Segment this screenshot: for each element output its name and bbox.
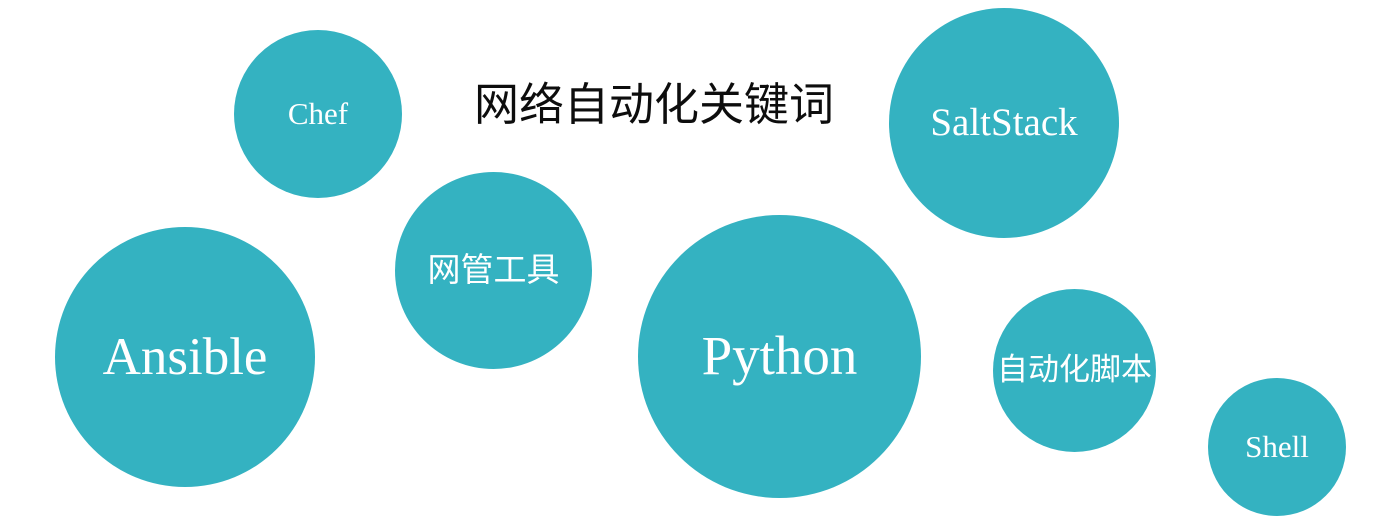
bubble-1[interactable]: Chef xyxy=(234,30,402,198)
bubble-label: Chef xyxy=(287,95,349,131)
bubble-label: 网管工具 xyxy=(427,251,560,289)
page-title: 网络自动化关键词 xyxy=(474,79,835,130)
bubble-label: SaltStack xyxy=(930,101,1078,145)
bubble-label: Ansible xyxy=(102,327,268,386)
bubble-4[interactable]: Ansible xyxy=(55,227,315,487)
bubble-7[interactable]: Shell xyxy=(1208,378,1346,516)
bubble-6[interactable]: 自动化脚本 xyxy=(993,289,1156,452)
bubble-label: Python xyxy=(701,325,858,387)
bubble-3[interactable]: 网管工具 xyxy=(395,172,592,369)
bubble-2[interactable]: SaltStack xyxy=(889,8,1119,238)
bubble-5[interactable]: Python xyxy=(638,215,921,498)
bubble-label: Shell xyxy=(1245,428,1309,464)
bubble-label: 自动化脚本 xyxy=(997,352,1152,388)
